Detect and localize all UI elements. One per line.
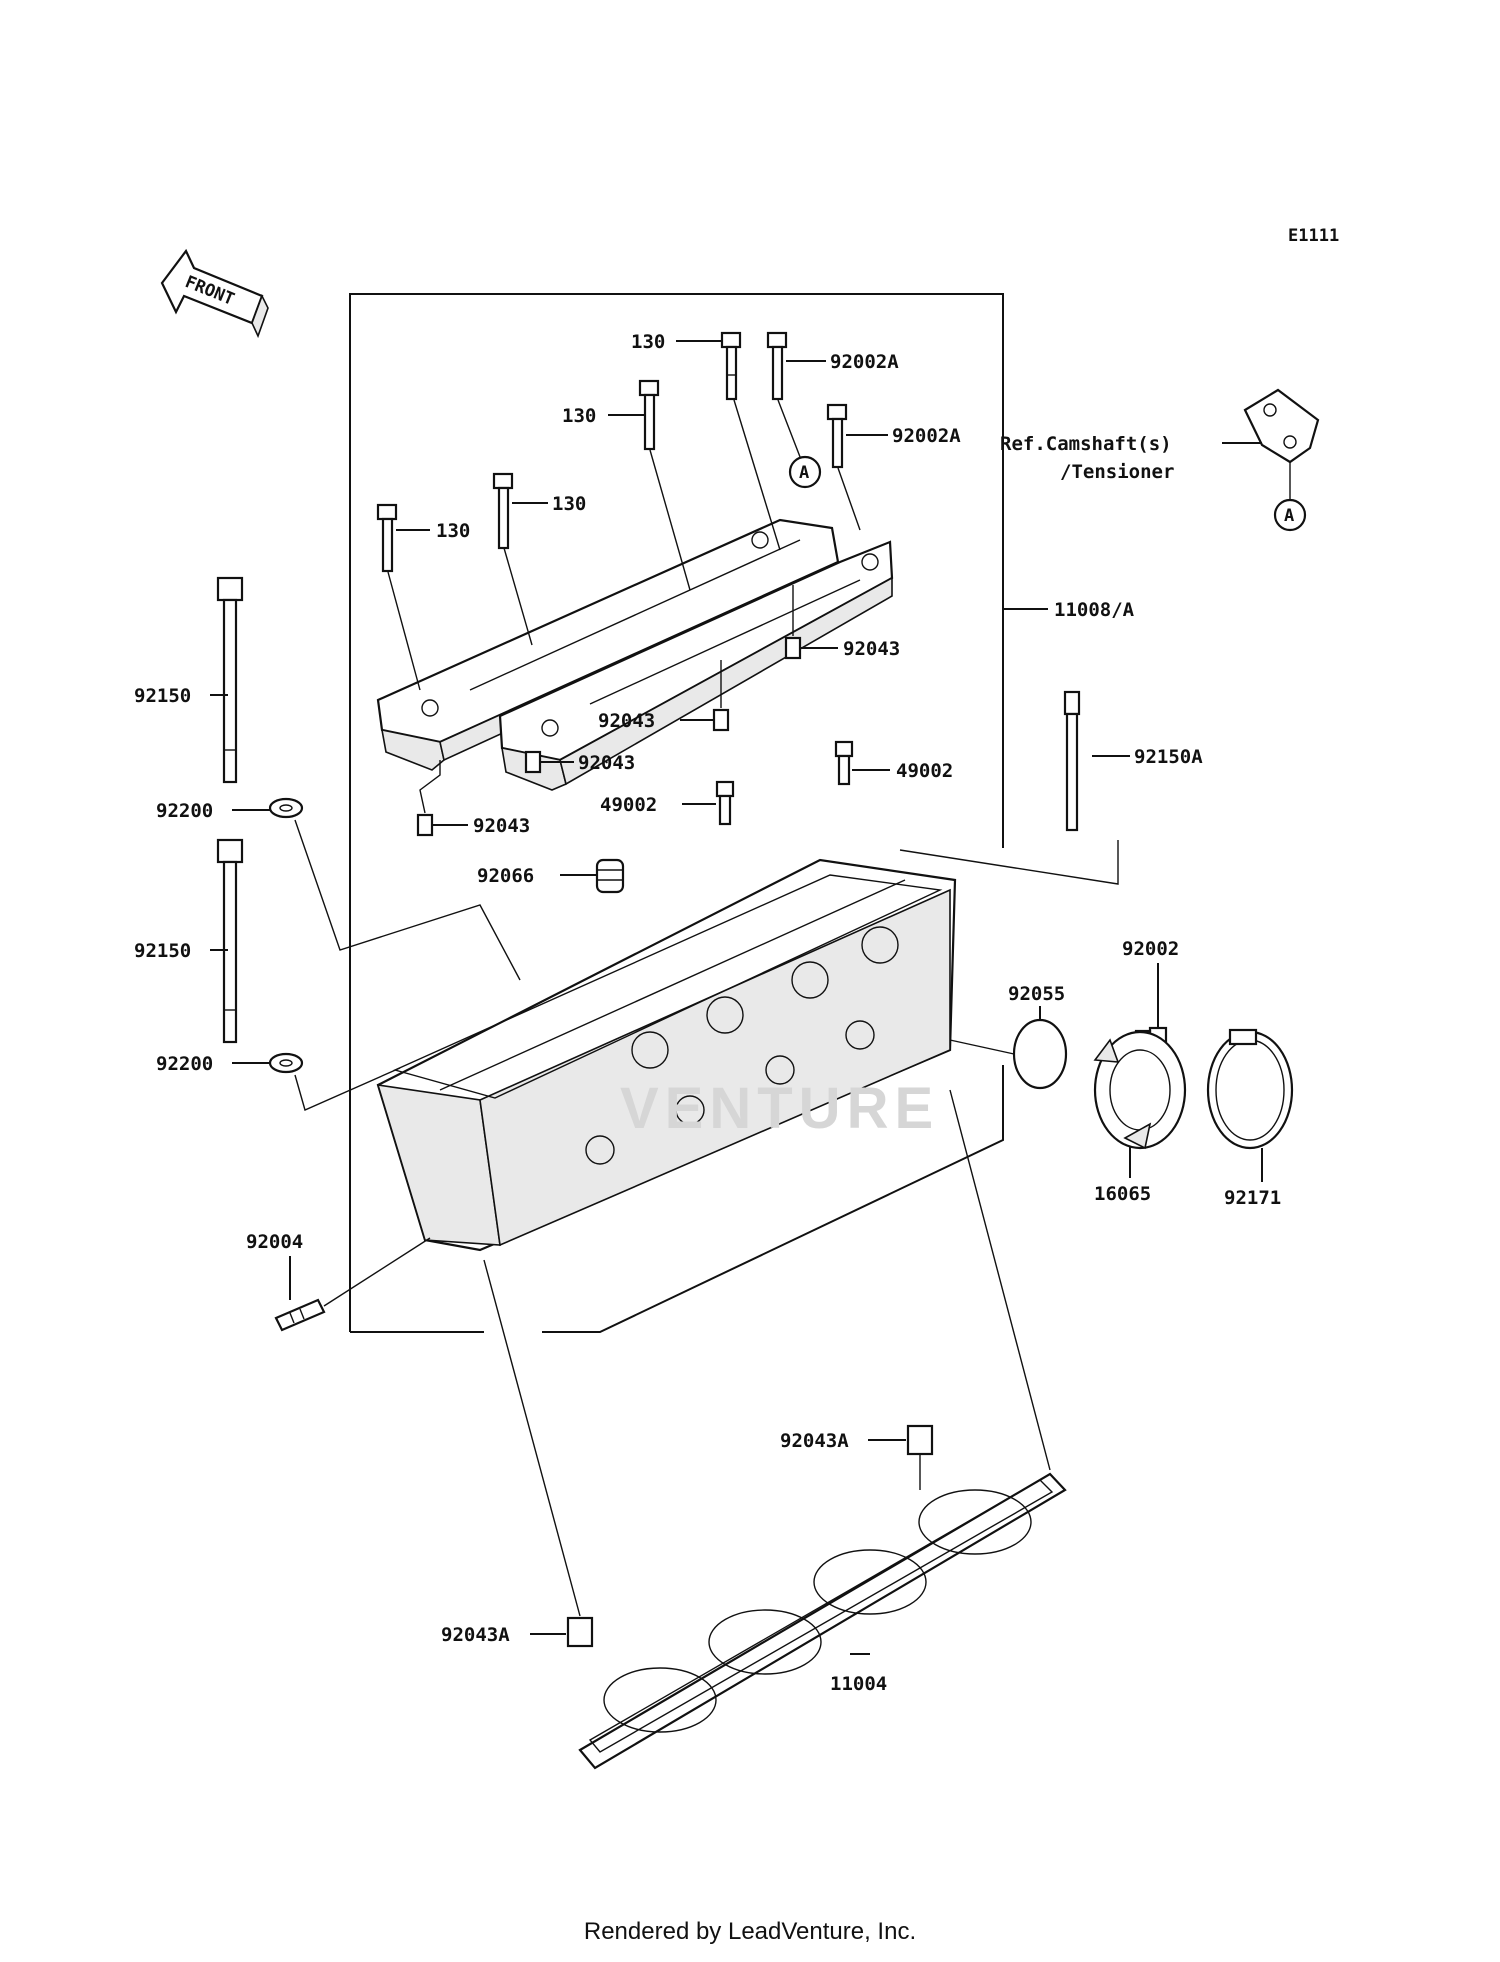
diagram-code: E1111 xyxy=(1288,226,1339,246)
label-92043a-a: 92043A xyxy=(780,1430,849,1452)
label-92002: 92002 xyxy=(1122,938,1179,960)
label-92150-b: 92150 xyxy=(134,940,191,962)
label-92002a-b: 92002A xyxy=(892,425,961,447)
dowel-92043a-b-icon xyxy=(566,1616,594,1648)
label-92171: 92171 xyxy=(1224,1187,1281,1209)
washer-92200-a-icon xyxy=(268,797,304,819)
camshaft-tensioner-bracket-icon xyxy=(1243,388,1320,500)
pin-92043-d-icon xyxy=(416,813,434,837)
label-92004: 92004 xyxy=(246,1231,303,1253)
label-92150a: 92150A xyxy=(1134,746,1203,768)
cap-92066-icon xyxy=(595,858,625,894)
dowel-92043a-a-icon xyxy=(906,1424,934,1456)
bolt-130-c-icon xyxy=(492,472,514,550)
clamp-92171-icon xyxy=(1206,1028,1294,1150)
bolt-130-b-icon xyxy=(638,379,660,451)
svg-text:A: A xyxy=(799,463,809,483)
oring-92055-icon xyxy=(1012,1018,1068,1090)
label-92002a-a: 92002A xyxy=(830,351,899,373)
label-92043-a: 92043 xyxy=(843,638,900,660)
label-92043a-b: 92043A xyxy=(441,1624,510,1646)
label-49002-b: 49002 xyxy=(896,760,953,782)
label-92043-c: 92043 xyxy=(578,752,635,774)
label-16065: 16065 xyxy=(1094,1183,1151,1205)
ref-note-line2: /Tensioner xyxy=(1060,461,1174,483)
footer-credit: Rendered by LeadVenture, Inc. xyxy=(583,1918,917,1945)
label-92200-b: 92200 xyxy=(156,1053,213,1075)
label-130-d: 130 xyxy=(436,520,470,542)
front-arrow-icon: FRONT xyxy=(160,248,269,339)
label-11004: 11004 xyxy=(830,1673,887,1695)
label-92066: 92066 xyxy=(477,865,534,887)
bolt-92150a-icon xyxy=(1063,690,1081,832)
guide-49002-a-icon xyxy=(715,780,735,826)
pin-92043-b-icon xyxy=(712,708,730,732)
cylinder-head-icon xyxy=(376,858,957,1252)
holder-16065-icon xyxy=(1093,1030,1187,1150)
pin-92043-c-icon xyxy=(524,750,542,774)
washer-92200-b-icon xyxy=(268,1052,304,1074)
bolt-130-a-icon xyxy=(720,331,742,401)
bolt-92002a-b-icon xyxy=(826,403,848,469)
guide-49002-b-icon xyxy=(834,740,854,786)
label-130-a: 130 xyxy=(631,331,665,353)
label-92200-a: 92200 xyxy=(156,800,213,822)
ref-marker-a-icon: A xyxy=(788,455,822,489)
bolt-92002a-a-icon xyxy=(766,331,788,401)
label-49002-a: 49002 xyxy=(600,794,657,816)
bolt-130-d-icon xyxy=(376,503,398,573)
gasket-11004-icon xyxy=(578,1472,1067,1770)
ref-note-line1: Ref.Camshaft(s) xyxy=(1000,433,1172,455)
label-92055: 92055 xyxy=(1008,983,1065,1005)
assembly-bracket xyxy=(349,293,1048,1333)
label-130-b: 130 xyxy=(562,405,596,427)
bolt-92150-a-icon xyxy=(216,576,244,784)
label-92150-a: 92150 xyxy=(134,685,191,707)
label-92043-d: 92043 xyxy=(473,815,530,837)
label-11008: 11008/A xyxy=(1054,599,1135,621)
stud-92004-icon xyxy=(274,1298,326,1332)
label-92043-b: 92043 xyxy=(598,710,655,732)
svg-text:A: A xyxy=(1284,506,1294,526)
bolt-92150-b-icon xyxy=(216,838,244,1044)
watermark: VENTURE xyxy=(620,1076,940,1141)
ref-marker-a-bracket-icon: A xyxy=(1273,498,1307,532)
pin-92043-a-icon xyxy=(784,636,802,660)
label-130-c: 130 xyxy=(552,493,586,515)
